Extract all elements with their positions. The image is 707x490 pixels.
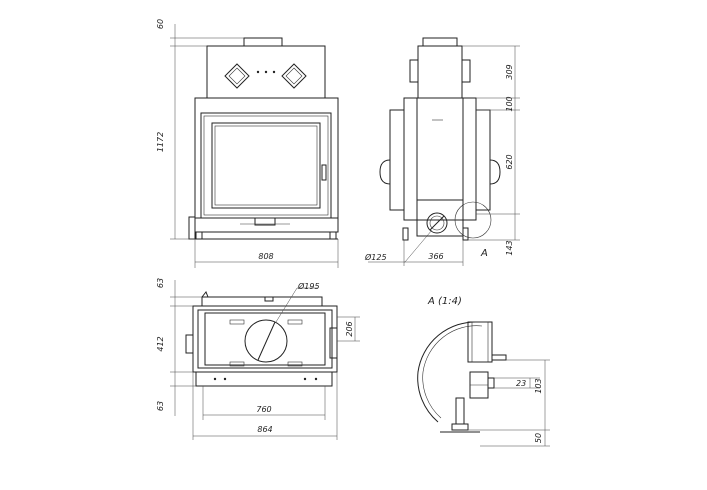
front-view: [188, 37, 339, 240]
dim-detail-50: 50: [534, 433, 543, 443]
top-dimensions: 63 412 63 Ø195 206 760 864: [156, 278, 360, 440]
dim-side-100: 100: [505, 96, 514, 111]
vent-left-icon: [224, 63, 250, 89]
dim-top-412: 412: [156, 336, 165, 351]
dim-top-206: 206: [345, 321, 354, 336]
detail-marker: A: [480, 248, 488, 259]
dim-top-760: 760: [256, 405, 271, 414]
dim-front-height: 1172: [156, 132, 165, 152]
dim-top-63-upper: 63: [156, 278, 165, 288]
dim-side-143: 143: [505, 240, 514, 255]
side-dimensions: 309 100 620 143 Ø125 366: [364, 45, 520, 266]
dim-top-63-lower: 63: [156, 401, 165, 411]
vent-right-icon: [281, 63, 307, 89]
front-dimensions: 60 1172 808: [156, 19, 339, 268]
detail-title: A (1:4): [427, 296, 462, 307]
dim-side-depth: 366: [428, 252, 443, 261]
dim-side-309: 309: [505, 64, 514, 79]
dim-detail-23: 23: [516, 379, 526, 388]
dim-side-620: 620: [505, 154, 514, 169]
detail-dimensions: 23 103 50: [468, 359, 550, 447]
dim-flue-diameter: Ø125: [364, 252, 387, 262]
dim-front-width: 808: [258, 252, 273, 261]
detail-view: A (1:4): [417, 296, 507, 433]
dim-top-864: 864: [257, 425, 272, 434]
dim-top-diameter: Ø195: [297, 281, 320, 291]
dim-front-top: 60: [156, 19, 165, 29]
top-view: [185, 291, 338, 387]
dim-detail-103: 103: [534, 378, 543, 393]
side-view: A: [379, 37, 501, 259]
